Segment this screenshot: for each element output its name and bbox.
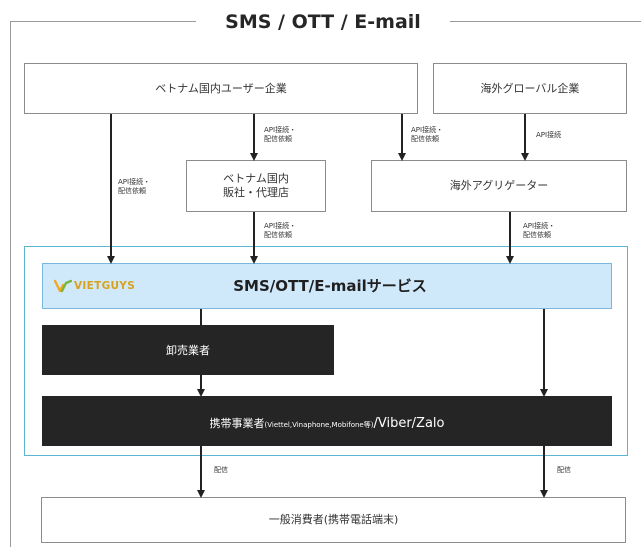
- edge-label-line1: API接続・: [118, 178, 151, 186]
- carrier-label: 携帯事業者(Viettel,Vinaphone,Mobifone等)/Viber…: [210, 412, 445, 431]
- edge-label-line1: API接続・: [264, 222, 297, 230]
- vn-reseller-label-line2: 販社・代理店: [223, 186, 289, 199]
- carrier-label-detail: (Viettel,Vinaphone,Mobifone等): [264, 420, 374, 429]
- vn-enterprise-label: ベトナム国内ユーザー企業: [155, 81, 287, 95]
- edge-label-reseller-to-service: API接続・ 配信依頼: [264, 222, 296, 240]
- consumer-box: 一般消費者(携帯電話端末): [41, 497, 626, 543]
- carrier-label-tail: /Viber/Zalo: [373, 415, 445, 431]
- edge-label-line2: 配信依頼: [118, 187, 146, 195]
- edge-label-delivery-right: 配信: [557, 466, 571, 475]
- edge-label-enterprise-to-service: API接続・ 配信依頼: [118, 178, 150, 196]
- edge-label-line2: 配信依頼: [411, 135, 439, 143]
- edge-label-line1: API接続・: [264, 126, 297, 134]
- carrier-label-main: 携帯事業者: [209, 416, 265, 430]
- service-label: SMS/OTT/E-mailサービス: [233, 277, 427, 295]
- edge-label-line2: 配信依頼: [523, 231, 551, 239]
- edge-label-aggregator-to-service: API接続・ 配信依頼: [523, 222, 555, 240]
- wholesaler-box: 卸売業者: [42, 325, 334, 375]
- wholesaler-label: 卸売業者: [166, 344, 210, 357]
- diagram-title: SMS / OTT / E-mail: [196, 8, 450, 36]
- service-bar: [42, 263, 612, 309]
- edge-label-line2: 配信依頼: [264, 231, 292, 239]
- frame-top-right: [450, 21, 641, 22]
- edge-label-line1: 配信: [557, 466, 571, 474]
- consumer-label: 一般消費者(携帯電話端末): [268, 513, 399, 526]
- frame-top-left: [10, 21, 196, 22]
- vietguys-logo-mark: [54, 279, 72, 293]
- edge-label-enterprise-to-reseller: API接続・ 配信依頼: [264, 126, 296, 144]
- overseas-aggregator-box: 海外アグリゲーター: [371, 160, 627, 212]
- vn-reseller-box: ベトナム国内 販社・代理店: [186, 160, 326, 212]
- vietguys-logo: VIETGUYS: [54, 279, 164, 293]
- global-enterprise-label: 海外グローバル企業: [480, 81, 580, 95]
- vn-reseller-label-line1: ベトナム国内: [223, 172, 289, 185]
- carrier-box: 携帯事業者(Viettel,Vinaphone,Mobifone等)/Viber…: [42, 396, 612, 446]
- overseas-aggregator-label: 海外アグリゲーター: [449, 179, 549, 192]
- global-enterprise-box: 海外グローバル企業: [433, 63, 627, 114]
- edge-label-line1: API接続・: [523, 222, 556, 230]
- vietguys-logo-text: VIETGUYS: [74, 280, 136, 292]
- frame-left: [10, 21, 11, 547]
- vn-enterprise-box: ベトナム国内ユーザー企業: [24, 63, 418, 114]
- edge-label-delivery-left: 配信: [214, 466, 228, 475]
- edge-label-enterprise-to-aggregator: API接続・ 配信依頼: [411, 126, 443, 144]
- edge-label-global-to-aggregator: API接続: [536, 131, 561, 140]
- edge-label-line1: API接続: [536, 131, 562, 139]
- edge-label-line1: API接続・: [411, 126, 444, 134]
- edge-label-line2: 配信依頼: [264, 135, 292, 143]
- edge-label-line1: 配信: [214, 466, 228, 474]
